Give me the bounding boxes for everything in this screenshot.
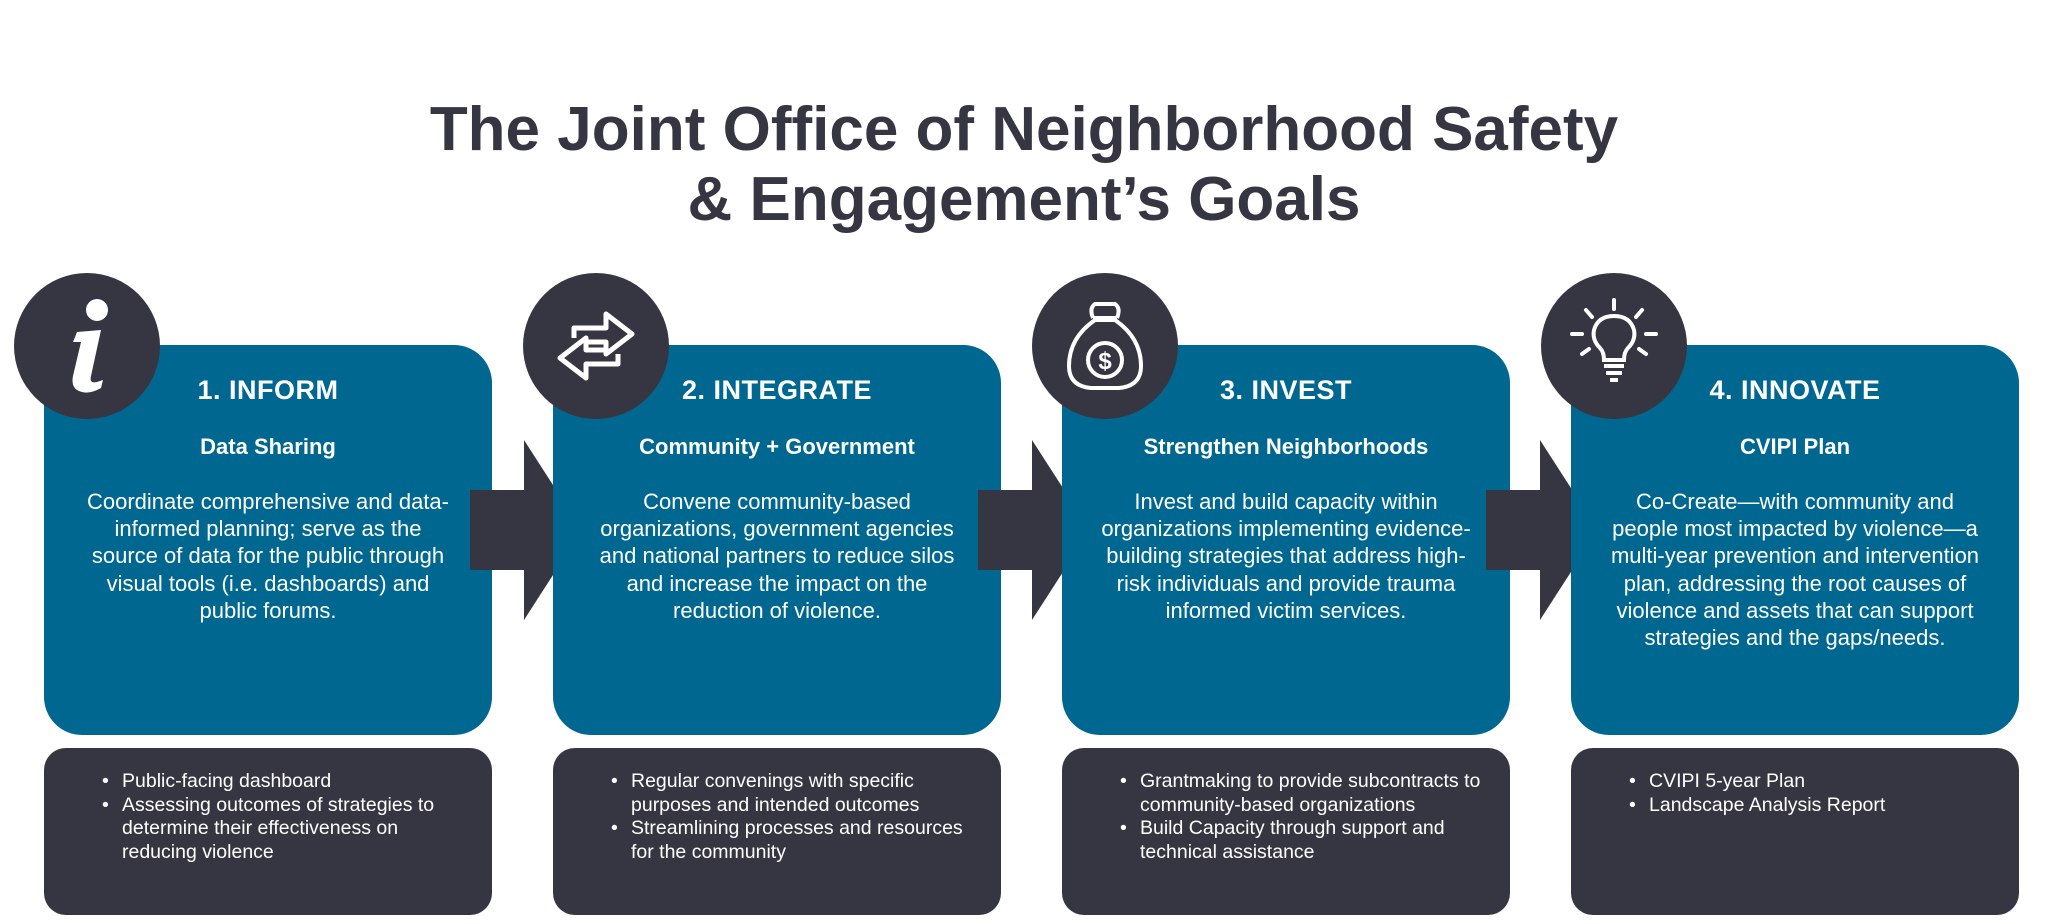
money-bag-icon: $ — [1032, 273, 1178, 419]
bullet-item: Public-facing dashboard — [102, 770, 468, 794]
exchange-arrows-icon — [523, 273, 669, 419]
svg-text:$: $ — [1098, 348, 1112, 375]
bullet-item: Streamlining processes and resources for… — [611, 817, 977, 864]
bullet-item: Landscape Analysis Report — [1629, 794, 1995, 818]
flow-arrow-1 — [470, 440, 582, 620]
flow-arrow-2 — [978, 440, 1090, 620]
goal-subtitle: Strengthen Neighborhoods — [1143, 434, 1429, 459]
goal-card-invest: 3. INVEST Strengthen Neighborhoods Inves… — [1062, 345, 1510, 735]
goal-notes-inform: Public-facing dashboard Assessing outcom… — [44, 748, 492, 915]
goal-description: Coordinate comprehensive and data-inform… — [86, 489, 449, 623]
goal-description: Co-Create—with community and people most… — [1610, 489, 1980, 651]
goal-subtitle: CVIPI Plan — [1739, 434, 1851, 459]
page-title-line-1: The Joint Office of Neighborhood Safety — [429, 95, 1619, 164]
bullet-list: Grantmaking to provide subcontracts to c… — [1120, 770, 1486, 864]
bullet-item: CVIPI 5-year Plan — [1629, 770, 1995, 794]
goal-notes-invest: Grantmaking to provide subcontracts to c… — [1062, 748, 1510, 915]
goal-notes-innovate: CVIPI 5-year Plan Landscape Analysis Rep… — [1571, 748, 2019, 915]
bullet-item: Grantmaking to provide subcontracts to c… — [1120, 770, 1486, 817]
goal-title: 4. INNOVATE — [1709, 375, 1881, 405]
goal-title: 1. INFORM — [197, 375, 339, 405]
bullet-item: Assessing outcomes of strategies to dete… — [102, 794, 468, 865]
goal-title: 3. INVEST — [1219, 375, 1353, 405]
flow-arrow-3 — [1486, 440, 1598, 620]
goal-subtitle: Community + Government — [639, 434, 915, 459]
bullet-item: Build Capacity through support and techn… — [1120, 817, 1486, 864]
info-icon — [14, 273, 160, 419]
bullet-list: Regular convenings with specific purpose… — [611, 770, 977, 864]
bullet-list: Public-facing dashboard Assessing outcom… — [102, 770, 468, 864]
goal-description: Convene community-based organizations, g… — [599, 489, 955, 623]
goal-subtitle: Data Sharing — [200, 434, 336, 459]
page-title: The Joint Office of Neighborhood Safety … — [0, 95, 2048, 235]
goal-card-inform: 1. INFORM Data Sharing Coordinate compre… — [44, 345, 492, 735]
goal-description: Invest and build capacity within organiz… — [1101, 489, 1471, 623]
page-title-line-2: & Engagement’s Goals — [687, 165, 1361, 234]
goal-notes-integrate: Regular convenings with specific purpose… — [553, 748, 1001, 915]
lightbulb-icon — [1541, 273, 1687, 419]
bullet-item: Regular convenings with specific purpose… — [611, 770, 977, 817]
goal-title: 2. INTEGRATE — [681, 375, 873, 405]
bullet-list: CVIPI 5-year Plan Landscape Analysis Rep… — [1629, 770, 1995, 817]
